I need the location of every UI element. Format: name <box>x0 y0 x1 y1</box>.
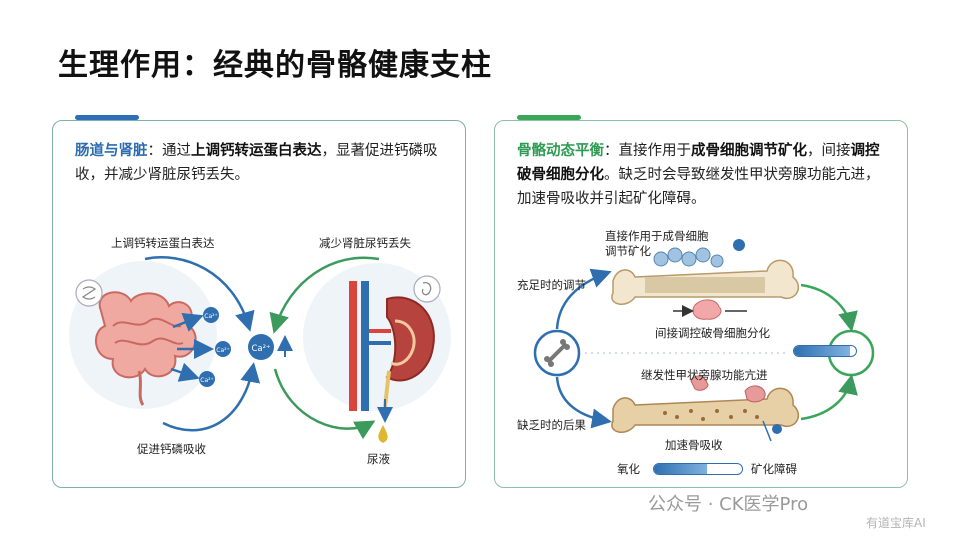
mineral-level-bar-bottom <box>653 463 743 475</box>
label-upregulate: 上调钙转运蛋白表达 <box>111 236 215 250</box>
desc-mid: ，间接 <box>807 143 851 159</box>
kidney-badge-icon <box>413 275 441 303</box>
card-heading: 骨骼动态平衡 <box>517 143 604 159</box>
watermark-text-2: 有道宝库AI <box>866 516 926 530</box>
label-mineral-disorder: 矿化障碍 <box>751 462 797 476</box>
page-title: 生理作用：经典的骨骼健康支柱 <box>58 48 492 83</box>
calcium-ion-small-3: Ca²⁺ <box>199 371 215 387</box>
desc-emphasis-2: 调控破骨细胞分化 <box>517 143 880 183</box>
card-accent-tab <box>75 115 139 120</box>
label-sufficient: 充足时的调节 <box>517 278 586 292</box>
card-accent-tab <box>517 115 581 120</box>
bone-badge-icon <box>533 329 581 377</box>
bone-remodeling-illustration <box>533 239 875 442</box>
intestine-kidney-card: 肠道与肾脏：通过上调钙转运蛋白表达，显著促进钙磷吸收，并减少肾脏尿钙丢失。 Ca… <box>52 115 466 488</box>
bone-balance-card: 骨骼动态平衡：直接作用于成骨细胞调节矿化，间接调控破骨细胞分化。缺乏时会导致继发… <box>494 115 908 488</box>
desc-sep: ：通过 <box>147 143 192 159</box>
label-reduce-loss: 减少肾脏尿钙丢失 <box>319 236 411 250</box>
label-deficient: 缺乏时的后果 <box>517 418 586 432</box>
label-resorption: 加速骨吸收 <box>665 438 723 452</box>
ion-center-text: Ca²⁺ <box>251 344 270 354</box>
calcium-ion-center: Ca²⁺ <box>248 334 274 360</box>
svg-text:Ca²⁺: Ca²⁺ <box>204 313 217 320</box>
desc-tail: ，并减少肾脏尿钙丢失。 <box>89 167 250 183</box>
label-absorption: 促进钙磷吸收 <box>137 442 206 456</box>
calcium-ion-small-2: Ca²⁺ <box>215 341 231 357</box>
calcium-absorption-illustration: Ca²⁺ Ca²⁺ Ca²⁺ Ca²⁺ <box>69 256 451 443</box>
svg-text:Ca²⁺: Ca²⁺ <box>200 377 213 384</box>
kidney-icon <box>303 263 451 423</box>
healthy-bone <box>611 239 799 305</box>
label-oxidation: 氧化 <box>617 462 640 476</box>
desc-sep: ：直接作用于 <box>604 143 691 159</box>
card-description: 肠道与肾脏：通过上调钙转运蛋白表达，显著促进钙磷吸收，并减少肾脏尿钙丢失。 <box>75 139 447 187</box>
desc-tail: 。缺乏时会导致继发性甲状旁腺功能亢进，加速骨吸收并引起矿化障碍。 <box>517 167 880 207</box>
card-heading: 肠道与肾脏 <box>75 143 148 159</box>
calcium-ion-small-1: Ca²⁺ <box>203 307 219 323</box>
watermark-text: 公众号 · CK医学Pro <box>648 494 809 515</box>
urine-drop-icon <box>378 425 388 443</box>
mineral-level-bar-top <box>793 345 857 357</box>
label-indirect-osteoclast: 间接调控破骨细胞分化 <box>655 326 770 340</box>
mineral-level-fill-top <box>794 346 850 356</box>
deficient-bone <box>611 375 799 442</box>
desc-mid: ，显著促进钙磷吸收 <box>75 143 438 183</box>
desc-emphasis-1: 成骨细胞调节矿化 <box>691 143 807 159</box>
desc-emphasis: 上调钙转运蛋白表达 <box>191 143 322 159</box>
svg-text:Ca²⁺: Ca²⁺ <box>216 347 229 354</box>
label-direct-osteoblast: 直接作用于成骨细胞 调节矿化 <box>605 229 709 258</box>
card-description: 骨骼动态平衡：直接作用于成骨细胞调节矿化，间接调控破骨细胞分化。缺乏时会导致继发… <box>517 139 889 211</box>
osteoclast-cell <box>673 299 747 320</box>
mineral-level-fill-bottom <box>654 464 707 474</box>
label-urine: 尿液 <box>367 452 390 466</box>
gut-badge-icon <box>75 279 103 307</box>
label-hyperparathyroid: 继发性甲状旁腺功能亢进 <box>641 368 768 382</box>
